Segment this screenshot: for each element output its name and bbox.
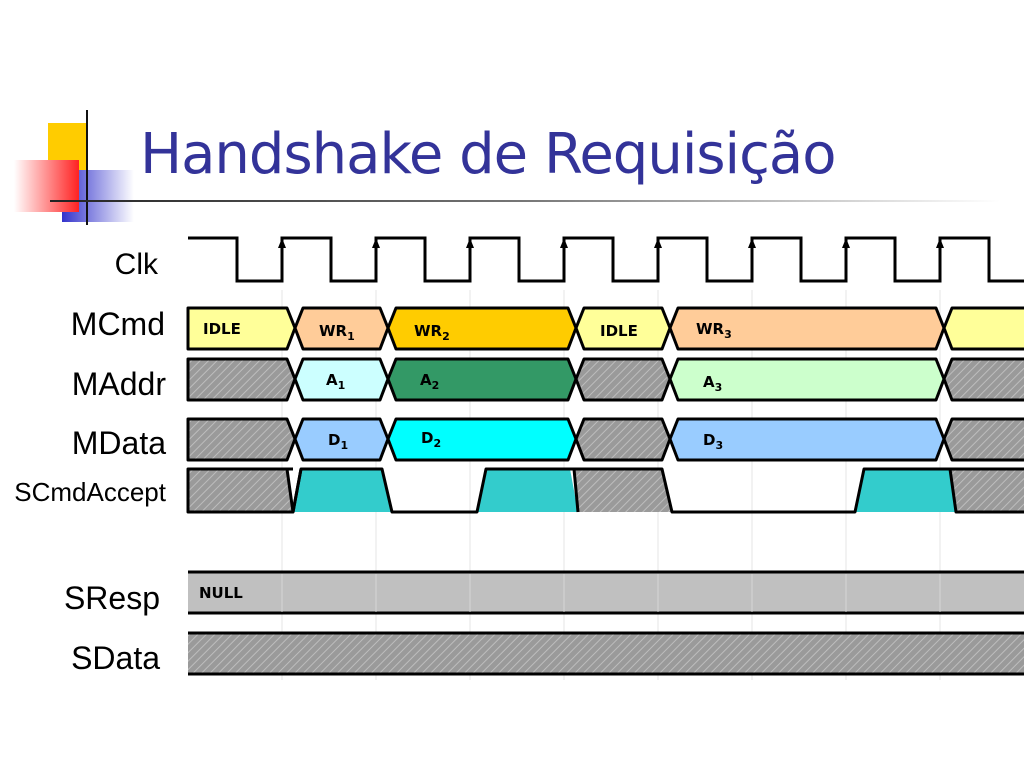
- clock-edge-arrow: [560, 238, 568, 248]
- mcmd-label-wr1: WR1: [319, 322, 355, 343]
- maddr-a2-segment: [386, 357, 578, 402]
- mdata-undefined-segment: [574, 417, 672, 462]
- clk-waveform: [188, 236, 1024, 283]
- red-square: [14, 160, 79, 212]
- signal-label-mdata: MData: [71, 425, 166, 461]
- signal-label-scmdaccept: SCmdAccept: [14, 477, 166, 507]
- scmdaccept-high-pulse: [293, 469, 392, 512]
- scmdaccept-high-pulse: [855, 469, 956, 512]
- scmdaccept-undefined-segment: [186, 467, 295, 514]
- mdata-d2-segment: [386, 417, 578, 462]
- maddr-bus: [186, 357, 1024, 402]
- mcmd-label-idle: IDLE: [203, 320, 241, 338]
- scmdaccept-undefined-segment: [574, 469, 672, 512]
- signal-label-sresp: SResp: [63, 580, 160, 616]
- mdata-label-d2: D2: [421, 429, 441, 450]
- maddr-undefined-segment: [942, 357, 1024, 402]
- sdata-undefined-segment: [188, 633, 1024, 674]
- scmdaccept-high-pulse: [477, 469, 578, 512]
- sresp-null-segment: [188, 572, 1024, 613]
- slide-title: Handshake de Requisição: [140, 122, 836, 187]
- signal-label-sdata: SData: [71, 640, 160, 676]
- mdata-undefined-segment: [942, 417, 1024, 462]
- mdata-bus: [186, 417, 1024, 462]
- clock-edge-arrow: [278, 238, 286, 248]
- maddr-label-a3: A3: [703, 373, 722, 394]
- title-underline: [50, 200, 1000, 202]
- mdata-label-d1: D1: [328, 431, 348, 452]
- signal-label-maddr: MAddr: [71, 366, 166, 402]
- scmdaccept-undefined-segment: [950, 469, 1024, 512]
- mdata-label-d3: D3: [703, 431, 723, 452]
- sresp-label-null: NULL: [199, 584, 243, 602]
- maddr-undefined-segment: [186, 357, 297, 402]
- mcmd-idle-segment: [186, 306, 297, 351]
- maddr-undefined-segment: [574, 357, 672, 402]
- mcmd-label-wr3: WR3: [696, 320, 732, 341]
- clock-edge-arrow: [372, 238, 380, 248]
- signal-label-mcmd: MCmd: [70, 306, 165, 342]
- clock-edge-arrow: [466, 238, 474, 248]
- decorative-squares-logo: [14, 110, 134, 225]
- clock-edge-arrow: [842, 238, 850, 248]
- maddr-label-a2: A2: [420, 371, 439, 392]
- clock-edge-arrow: [936, 238, 944, 248]
- clock-edge-arrow: [748, 238, 756, 248]
- sresp-bus: [188, 570, 1024, 615]
- mcmd-label-wr2: WR2: [414, 322, 450, 343]
- mcmd-tail-segment: [942, 306, 1024, 351]
- mcmd-bus: [186, 306, 1024, 351]
- maddr-label-a1: A1: [326, 371, 345, 392]
- signal-label-clk: Clk: [114, 248, 158, 281]
- scmdaccept-waveform: [186, 467, 1024, 514]
- sdata-bus: [188, 631, 1024, 676]
- clock-edge-arrow: [654, 238, 662, 248]
- mcmd-label-idle2: IDLE: [600, 322, 638, 340]
- mdata-undefined-segment: [186, 417, 297, 462]
